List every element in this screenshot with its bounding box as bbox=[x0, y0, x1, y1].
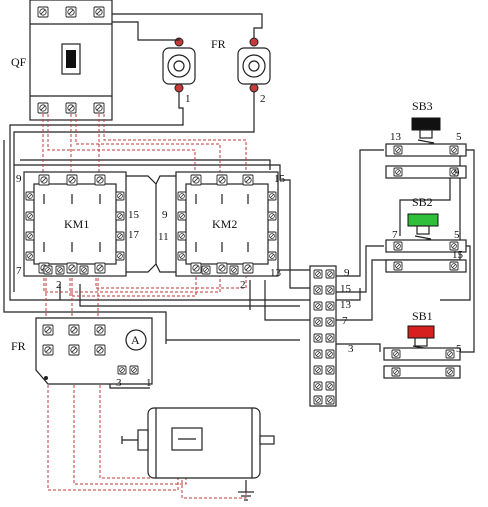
fr-top-relay bbox=[162, 37, 271, 93]
sb2-cap-icon bbox=[407, 213, 439, 227]
km2-label: KM2 bbox=[212, 217, 237, 231]
sb1-terminal-5: 5 bbox=[456, 343, 462, 355]
tb-terminal-3: 3 bbox=[348, 343, 354, 355]
sb2-terminal-15: 15 bbox=[452, 249, 464, 261]
fr-bottom-relay bbox=[35, 317, 153, 385]
tb-terminal-13: 13 bbox=[340, 299, 352, 311]
km1-label: KM1 bbox=[64, 217, 89, 231]
sb1-cap-icon bbox=[407, 325, 435, 339]
km1-terminal-15: 15 bbox=[128, 209, 140, 221]
ground-icon bbox=[238, 480, 254, 501]
fr-bottom-terminal-3: 3 bbox=[116, 377, 122, 389]
terminal-block bbox=[309, 265, 337, 407]
sb3-button bbox=[385, 117, 467, 179]
km2-terminal-11: 11 bbox=[158, 231, 169, 243]
fr-top-terminal-1: 1 bbox=[185, 93, 191, 105]
sb3-label: SB3 bbox=[412, 99, 433, 113]
sb2-button bbox=[385, 213, 467, 273]
fr-bottom-label: FR bbox=[11, 339, 26, 353]
km1-contactor bbox=[23, 171, 127, 277]
km2-terminal-9: 9 bbox=[162, 209, 168, 221]
power-wires bbox=[42, 114, 247, 499]
km2-terminal-2: 2 bbox=[240, 279, 246, 291]
qf-label: QF bbox=[11, 55, 27, 69]
sb3-cap-icon bbox=[411, 117, 441, 131]
sb3-terminal-9: 9 bbox=[454, 167, 460, 179]
sb2-terminal-7: 7 bbox=[392, 229, 398, 241]
tb-terminal-15: 15 bbox=[340, 283, 352, 295]
fr-top-label: FR bbox=[211, 37, 226, 51]
sb3-terminal-13: 13 bbox=[390, 131, 402, 143]
fr-top-terminal-2: 2 bbox=[260, 93, 266, 105]
sb2-terminal-5: 5 bbox=[454, 229, 460, 241]
motor bbox=[137, 407, 275, 479]
ammeter-icon bbox=[125, 329, 147, 351]
km2-terminal-15: 15 bbox=[274, 173, 286, 185]
fr-bottom-terminal-1: 1 bbox=[146, 377, 152, 389]
tb-terminal-9: 9 bbox=[344, 267, 350, 279]
ammeter-label: A bbox=[131, 333, 140, 347]
km1-terminal-7: 7 bbox=[16, 265, 22, 277]
qf-breaker bbox=[29, 0, 113, 121]
km1-terminal-17: 17 bbox=[128, 229, 140, 241]
sb2-label: SB2 bbox=[412, 195, 433, 209]
km1-terminal-2: 2 bbox=[56, 279, 62, 291]
km2-terminal-13: 13 bbox=[270, 267, 282, 279]
sb3-terminal-5: 5 bbox=[456, 131, 462, 143]
km1-terminal-9: 9 bbox=[16, 173, 22, 185]
sb1-label: SB1 bbox=[412, 309, 433, 323]
km2-contactor bbox=[175, 171, 279, 277]
sb1-button bbox=[383, 325, 461, 379]
km-interlock-bracket bbox=[126, 175, 176, 273]
tb-terminal-7: 7 bbox=[342, 315, 348, 327]
